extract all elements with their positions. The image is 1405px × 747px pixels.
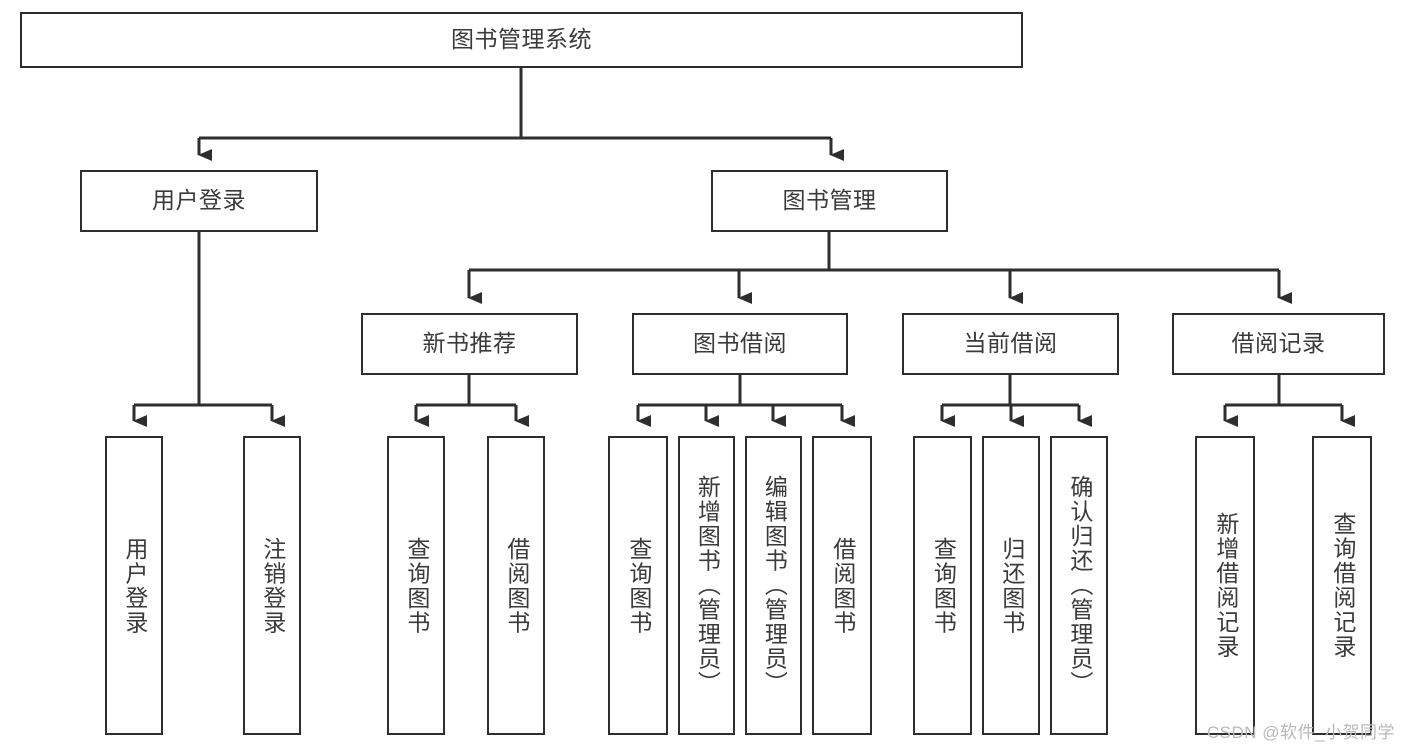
node-label: 编辑图书（管理员） — [761, 475, 788, 696]
leaf-confirm-return-admin[interactable]: 确认归还（管理员） — [1050, 436, 1108, 735]
node-user-login[interactable]: 用户登录 — [80, 170, 318, 232]
node-book-management[interactable]: 图书管理 — [711, 170, 948, 232]
node-label: 用户登录 — [121, 536, 148, 635]
node-label: 确认归还（管理员） — [1066, 475, 1093, 696]
node-label: 图书借阅 — [693, 330, 787, 357]
leaf-query-borrow-record[interactable]: 查询借阅记录 — [1312, 436, 1372, 735]
node-label: 新增借阅记录 — [1212, 512, 1239, 659]
node-label: 借阅记录 — [1231, 330, 1326, 357]
leaf-borrow-book[interactable]: 借阅图书 — [812, 436, 872, 735]
node-label: 归还图书 — [998, 536, 1025, 635]
leaf-query-book-current[interactable]: 查询图书 — [913, 436, 972, 735]
leaf-query-book-recommend[interactable]: 查询图书 — [387, 436, 445, 735]
node-label: 图书管理 — [782, 187, 877, 214]
node-label: 借阅图书 — [829, 536, 856, 635]
leaf-add-borrow-record[interactable]: 新增借阅记录 — [1195, 436, 1255, 735]
node-borrow-records[interactable]: 借阅记录 — [1172, 313, 1385, 375]
node-label: 当前借阅 — [963, 330, 1058, 357]
node-label: 查询借阅记录 — [1329, 512, 1356, 659]
node-label: 新增图书（管理员） — [694, 475, 721, 696]
node-new-book-recommendation[interactable]: 新书推荐 — [361, 313, 578, 375]
node-label: 图书管理系统 — [451, 26, 592, 53]
leaf-user-login[interactable]: 用户登录 — [105, 436, 163, 735]
leaf-add-book-admin[interactable]: 新增图书（管理员） — [678, 436, 735, 735]
node-book-borrow[interactable]: 图书借阅 — [632, 313, 848, 375]
watermark: CSDN @软件_小贺同学 — [1206, 723, 1395, 742]
leaf-logout-login[interactable]: 注销登录 — [243, 436, 301, 735]
leaf-return-book[interactable]: 归还图书 — [982, 436, 1040, 735]
node-current-borrow[interactable]: 当前借阅 — [902, 313, 1119, 375]
node-label: 借阅图书 — [503, 536, 530, 635]
leaf-query-book-borrow[interactable]: 查询图书 — [608, 436, 668, 735]
node-label: 用户登录 — [152, 187, 246, 214]
node-label: 注销登录 — [259, 536, 286, 635]
node-label: 新书推荐 — [422, 330, 517, 357]
leaf-edit-book-admin[interactable]: 编辑图书（管理员） — [745, 436, 802, 735]
node-label: 查询图书 — [625, 536, 652, 635]
node-label: 查询图书 — [930, 536, 957, 635]
node-label: 查询图书 — [403, 536, 430, 635]
leaf-borrow-book-recommend[interactable]: 借阅图书 — [487, 436, 545, 735]
node-root[interactable]: 图书管理系统 — [20, 12, 1023, 68]
